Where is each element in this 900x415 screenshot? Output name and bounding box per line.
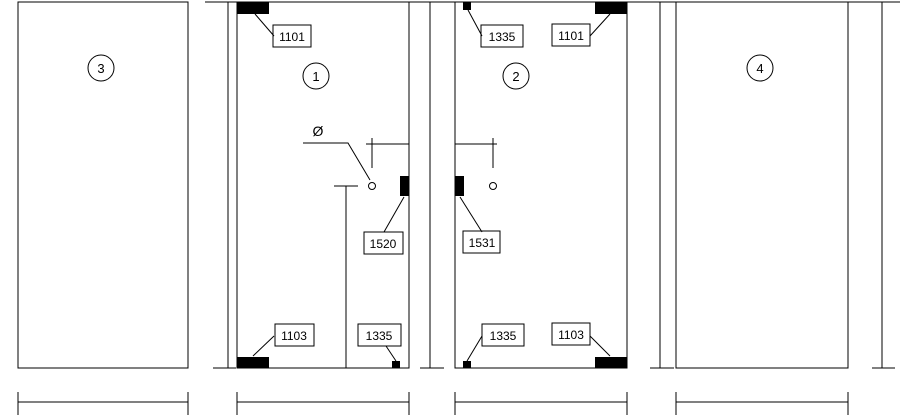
bottom-hinge (237, 357, 269, 368)
diameter-symbol: Ø (313, 123, 324, 139)
small-fitting (463, 361, 471, 368)
panel-number: 2 (512, 69, 519, 84)
panel-1: 1 1101 1103 1520 1335 Ø (236, 1, 410, 369)
panel-3: 3 (17, 1, 189, 369)
panel-number: 1 (312, 69, 319, 84)
bottom-dimension-strip (17, 392, 849, 415)
callout-label: 1531 (469, 236, 496, 250)
top-hinge (237, 2, 269, 14)
handle-block (400, 176, 409, 196)
small-fitting (463, 2, 471, 10)
callout-label: 1335 (490, 329, 517, 343)
panel-number: 3 (97, 61, 104, 76)
dimension-lines (205, 1, 900, 369)
callout-label: 1103 (558, 328, 584, 342)
top-hinge (595, 2, 627, 14)
hole (489, 182, 497, 190)
panel-number: 4 (756, 61, 763, 76)
panel-number-circle (87, 54, 115, 82)
callout-label: 1101 (279, 30, 305, 44)
callout-label: 1335 (489, 30, 516, 44)
panel-number-circle (746, 54, 774, 82)
callout-label: 1101 (558, 29, 584, 43)
panel-4: 4 (675, 1, 849, 369)
panel-number-circle (302, 62, 330, 90)
bottom-hinge (595, 357, 627, 368)
small-fitting (392, 361, 400, 368)
callout-label: 1335 (366, 329, 393, 343)
panel-2: 2 1335 1101 1531 1335 1103 (454, 1, 628, 369)
callout-label: 1103 (281, 329, 307, 343)
callout-label: 1520 (370, 237, 397, 251)
handle-block (455, 176, 464, 196)
panel-number-circle (502, 62, 530, 90)
hole (368, 182, 376, 190)
